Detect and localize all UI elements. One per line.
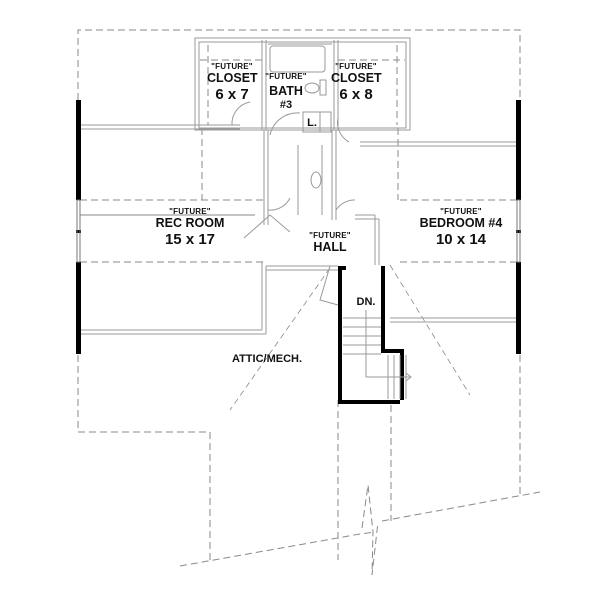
room-size: 10 x 14 xyxy=(435,230,487,248)
roof-hip-lines xyxy=(229,264,471,411)
room-name: BEDROOM #4 xyxy=(419,216,503,230)
room-tag: "FUTURE" xyxy=(309,231,351,240)
room-tag: "FUTURE" xyxy=(440,207,482,216)
room-name: ATTIC/MECH. xyxy=(231,353,303,365)
room-tag: "FUTURE" xyxy=(265,72,307,81)
room-tag: "FUTURE" xyxy=(335,62,377,71)
room-label-closet-left: "FUTURE" CLOSET 6 x 7 xyxy=(207,62,258,103)
room-name: CLOSET xyxy=(207,71,258,85)
room-label-attic: ATTIC/MECH. xyxy=(222,354,312,365)
linen-closet-label: L. xyxy=(307,117,317,129)
room-label-closet-right: "FUTURE" CLOSET 6 x 8 xyxy=(331,62,382,103)
room-tag: "FUTURE" xyxy=(211,62,253,71)
stairs-down-label: DN. xyxy=(356,296,376,308)
room-name: CLOSET xyxy=(331,71,382,85)
room-label-hall: "FUTURE" HALL xyxy=(300,232,360,254)
window-openings xyxy=(76,199,521,263)
stair-walls xyxy=(338,266,404,404)
room-label-rec-room: "FUTURE" REC ROOM 15 x 17 xyxy=(145,208,235,247)
roof-outline xyxy=(77,29,541,576)
exterior-walls xyxy=(76,100,521,354)
room-size: 15 x 17 xyxy=(164,230,216,248)
stair-treads xyxy=(343,310,412,399)
room-name: BATH xyxy=(269,84,303,98)
room-name: REC ROOM xyxy=(155,216,225,230)
room-size: 6 x 8 xyxy=(339,85,373,103)
room-number: #3 xyxy=(279,98,293,111)
room-size: 6 x 7 xyxy=(215,85,249,103)
interior-walls xyxy=(80,37,518,335)
room-name: HALL xyxy=(313,240,347,254)
room-label-bath-3: "FUTURE" BATH #3 xyxy=(264,73,308,111)
room-label-bedroom-4: "FUTURE" BEDROOM #4 10 x 14 xyxy=(411,208,511,247)
room-tag: "FUTURE" xyxy=(169,207,211,216)
